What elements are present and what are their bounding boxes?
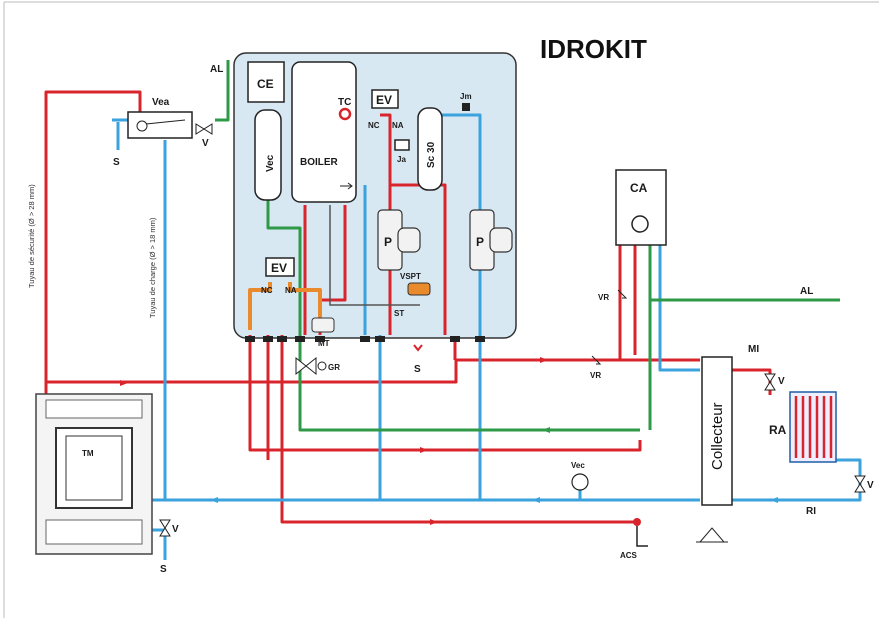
- vec-tank-label: Vec: [265, 154, 276, 172]
- ce-box: [247, 61, 285, 103]
- safety-pipe: [44, 90, 142, 395]
- ra-fins: [794, 396, 833, 458]
- acs-tap: [636, 526, 648, 547]
- charge-pipe-label: Tuyau de charge (Ø > 18 mm): [148, 217, 157, 318]
- collecteur-label: Collecteur: [709, 402, 726, 470]
- boiler-tank: [291, 61, 357, 203]
- ca-pump-icon: [631, 215, 649, 233]
- v-right-valve: [764, 373, 776, 391]
- nc-bottom-label: NC: [261, 286, 273, 295]
- v-right-label: V: [778, 376, 785, 387]
- ja-box: [394, 139, 410, 151]
- pump-left-label: P: [384, 235, 392, 249]
- blue-s-top: [112, 118, 130, 150]
- na-bottom-label: NA: [285, 286, 297, 295]
- v-bottom-label: V: [172, 524, 179, 535]
- acs-point: [633, 518, 641, 526]
- tm-label: TM: [82, 449, 94, 458]
- s-center-drain: [413, 344, 423, 352]
- vec-bottom-tank: [571, 473, 589, 491]
- flow-arrows-green: [542, 427, 550, 433]
- gr-valve: [295, 356, 317, 376]
- v-top-label: V: [202, 138, 209, 149]
- ra-label: RA: [769, 423, 787, 437]
- ri-label: RI: [806, 506, 816, 517]
- diagram-title: IDROKIT: [540, 34, 647, 64]
- v-bottom-valve: [159, 519, 171, 537]
- vr-top-valve: [617, 289, 628, 299]
- v-ri-valve: [854, 475, 866, 493]
- vea-label: Vea: [152, 97, 170, 108]
- ca-blue-down: [658, 245, 700, 372]
- tc-label: TC: [338, 97, 351, 108]
- orange-right: [288, 282, 322, 330]
- hot-supply-pipe: [46, 358, 700, 384]
- pump-right-motor: [489, 227, 513, 253]
- ev-bottom-box: [265, 257, 295, 277]
- sc30-tank: [417, 107, 443, 191]
- blue-ri-pipe: [730, 458, 862, 502]
- boiler-label: BOILER: [300, 157, 339, 168]
- mt-valve: [311, 317, 335, 333]
- na-top-label: NA: [392, 121, 404, 130]
- pump-left-motor: [397, 227, 421, 253]
- vea-lever: [145, 119, 186, 125]
- vec-bottom-label: Vec: [571, 461, 585, 470]
- flow-arrows-red: [120, 357, 548, 525]
- al-left-pipe: [215, 60, 230, 122]
- ev-top-label: EV: [376, 93, 392, 107]
- s-top-label: S: [113, 157, 120, 168]
- mi-label: MI: [748, 344, 759, 355]
- red-acs-pipe: [280, 335, 640, 524]
- ce-label: CE: [257, 77, 274, 91]
- panel-connectors: [245, 336, 485, 342]
- ev-top-box: [371, 89, 399, 109]
- shower-icon: [698, 527, 726, 543]
- vr-bottom-label: VR: [590, 371, 601, 380]
- vspt-valve: [407, 282, 431, 296]
- boiler-arrow: [340, 182, 353, 190]
- orange-left: [248, 282, 272, 330]
- gr-indicator: [317, 361, 327, 371]
- al-left-label: AL: [210, 64, 223, 75]
- collecteur-box: [701, 356, 733, 506]
- vr-bottom-valve: [591, 355, 602, 365]
- tm-window: [65, 435, 123, 501]
- st-label: ST: [394, 309, 404, 318]
- v-ri-label: V: [867, 480, 874, 491]
- vr-top-label: VR: [598, 293, 609, 302]
- nc-top-label: NC: [368, 121, 380, 130]
- safety-pipe-label: Tuyau de sécurité (Ø > 28 mm): [27, 184, 36, 288]
- vec-tank: [254, 109, 282, 201]
- red-internal-3: [390, 183, 447, 335]
- vspt-label: VSPT: [400, 272, 421, 281]
- tm-top-panel: [45, 399, 143, 419]
- s-center-label: S: [414, 364, 421, 375]
- ev-bottom-label: EV: [271, 261, 287, 275]
- vea-float: [136, 120, 148, 132]
- red-loop-lower: [248, 335, 642, 452]
- tc-sensor: [338, 107, 352, 121]
- ra-radiator: [789, 391, 837, 463]
- mi-pipe: [730, 368, 772, 395]
- ca-label: CA: [630, 181, 648, 195]
- gr-label: GR: [328, 363, 340, 372]
- v-top-valve: [195, 123, 213, 135]
- sc30-label: Sc 30: [426, 141, 437, 168]
- acs-label: ACS: [620, 551, 638, 560]
- jm-label: Jm: [460, 92, 472, 101]
- flow-arrows-blue: [210, 497, 778, 503]
- mt-label: MT: [318, 339, 330, 348]
- al-right-label: AL: [800, 286, 813, 297]
- pump-right-label: P: [476, 235, 484, 249]
- jm-vent: [462, 103, 470, 111]
- gray-line-1: [329, 205, 420, 306]
- tm-bottom-panel: [45, 519, 143, 545]
- s-bottom-label: S: [160, 564, 167, 575]
- ja-label: Ja: [397, 155, 406, 164]
- green-vec-pipe: [266, 200, 302, 335]
